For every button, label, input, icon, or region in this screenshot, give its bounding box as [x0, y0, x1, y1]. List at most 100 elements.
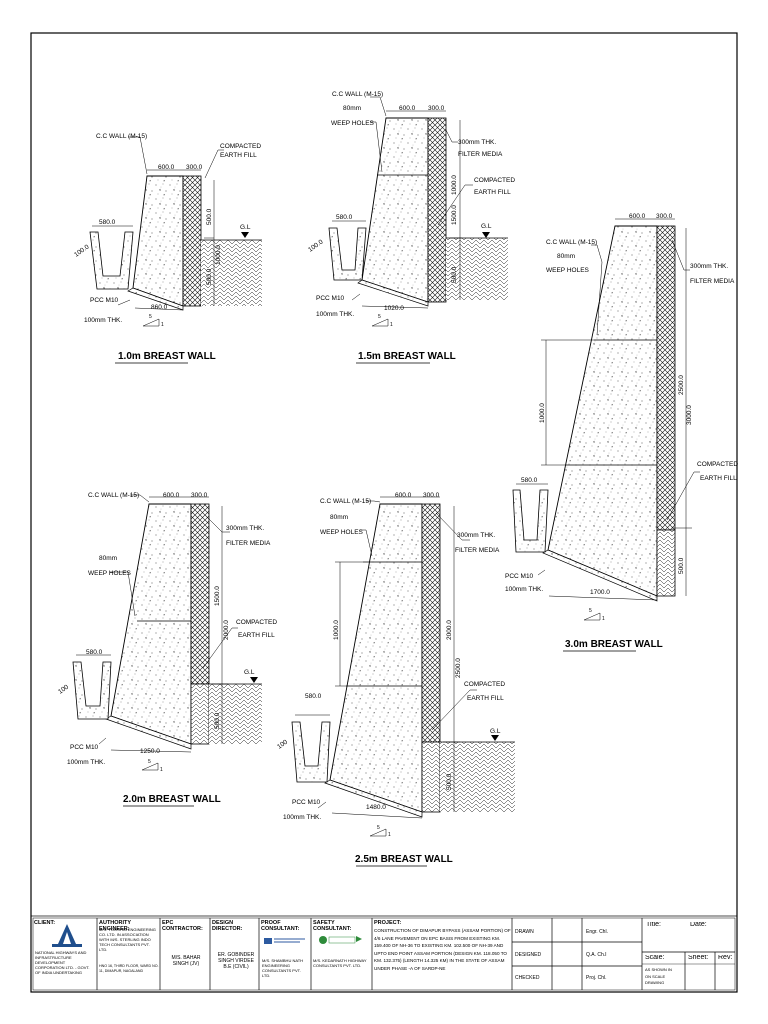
w25-drain-side: 100 — [276, 738, 289, 750]
w20-gl: G.L — [244, 669, 255, 676]
w30-filter-2: FILTER MEDIA — [690, 278, 735, 285]
w25-compacted-2: EARTH FILL — [467, 695, 504, 702]
w15-title: 1.5m BREAST WALL — [358, 351, 456, 362]
w30-weep-1: 80mm — [557, 253, 575, 260]
client-label: CLIENT: — [34, 920, 56, 926]
w25-slope: 5 — [377, 825, 380, 831]
proj-chl-label: Proj. Chl. — [586, 975, 607, 981]
rev-label: Rev: — [718, 955, 733, 961]
w25-v4: 500.0 — [446, 773, 453, 790]
w10-pcc-1: PCC M10 — [90, 297, 119, 304]
w15-slope: 5 — [378, 314, 381, 320]
w20-filter-1: 300mm THK. — [226, 525, 264, 532]
client-text: NATIONAL HIGHWAYS AND INFRASTRUCTURE DEV… — [35, 950, 90, 975]
w15-filter-1: 300mm THK. — [458, 139, 496, 146]
epc-label: EPC CONTRACTOR: — [162, 920, 203, 932]
w15-pcc-2: 100mm THK. — [316, 311, 354, 318]
w10-v3: 500.0 — [206, 268, 213, 285]
title-block-frame — [30, 915, 738, 993]
w30-pcc-2: 100mm THK. — [505, 586, 543, 593]
w25-weep-2: WEEP HOLES — [320, 529, 364, 536]
w20-slope-h: 1 — [160, 767, 163, 773]
w25-filter-2: FILTER MEDIA — [455, 547, 500, 554]
w25-v2: 2000.0 — [446, 620, 453, 640]
w15-filter-dim: 300.0 — [428, 105, 445, 112]
w15-v1: 1000.0 — [451, 175, 458, 195]
w20-slope: 5 — [148, 759, 151, 765]
w20-pcc-1: PCC M10 — [70, 744, 99, 751]
w25-pcc-1: PCC M10 — [292, 799, 321, 806]
checked-label: CHECKED — [515, 975, 540, 981]
w15-weep-1: 80mm — [343, 105, 361, 112]
w20-pcc-2: 100mm THK. — [67, 759, 105, 766]
authority-text: M/S. YOOSHIN ENGINEERING CO. LTD. IN ASS… — [99, 927, 156, 952]
w25-compacted-1: COMPACTED — [464, 681, 505, 688]
w15-drain-side: 100.0 — [307, 238, 325, 253]
w20-v3: 500.0 — [214, 712, 221, 729]
w25-base-dim: 1480.0 — [366, 804, 386, 811]
w15-pcc-1: PCC M10 — [316, 295, 345, 302]
w15-compacted-1: COMPACTED — [474, 177, 515, 184]
w10-compacted-1: COMPACTED — [220, 143, 261, 150]
scale-text-2: ON SCALE DRAWING — [645, 974, 666, 985]
w25-weep-1: 80mm — [330, 514, 348, 521]
wall-2-0m — [72, 494, 262, 807]
w20-filter-dim: 300.0 — [191, 492, 208, 499]
wall-3-0m — [512, 218, 700, 652]
w20-v1: 1500.0 — [214, 586, 221, 606]
w25-filter-dim: 300.0 — [423, 492, 440, 499]
w15-base-dim: 1020.0 — [384, 305, 404, 312]
w20-weep-1: 80mm — [99, 555, 117, 562]
w25-gl: G.L — [490, 728, 501, 735]
w10-slope-h: 1 — [161, 322, 164, 328]
w30-slope-h: 1 — [602, 616, 605, 622]
w20-cc-wall: C.C WALL (M-15) — [88, 492, 139, 499]
w10-drain-side: 100.0 — [73, 243, 91, 258]
w15-compacted-2: EARTH FILL — [474, 189, 511, 196]
w20-filter-2: FILTER MEDIA — [226, 540, 271, 547]
sheet-label: Sheet: — [688, 955, 709, 961]
design-director-text: ER. GOBINDER SINGH VIRDEE B.E (CIVIL) — [217, 952, 255, 970]
w20-v2: 2000.0 — [223, 620, 230, 640]
drawn-label: DRAWN — [515, 929, 534, 935]
scale-label: Scale: — [645, 955, 665, 961]
w10-filter-dim: 300.0 — [186, 164, 203, 171]
w30-drain-dim: 580.0 — [521, 477, 538, 484]
w20-title: 2.0m BREAST WALL — [123, 794, 221, 805]
w30-pcc-1: PCC M10 — [505, 573, 534, 580]
w25-top-dim: 600.0 — [395, 492, 412, 499]
w30-v3: 3000.0 — [686, 405, 693, 425]
w10-v1: 500.0 — [206, 208, 213, 225]
w25-slope-h: 1 — [388, 832, 391, 838]
w20-weep-2: WEEP HOLES — [88, 570, 132, 577]
w15-slope-h: 1 — [390, 322, 393, 328]
w30-top-dim: 600.0 — [629, 213, 646, 220]
safety-consultant-logo — [319, 936, 362, 944]
w30-cc-wall: C.C WALL (M-15) — [546, 239, 597, 246]
title-label: Title: — [646, 922, 661, 928]
safety-consultant-label: SAFETY CONSULTANT: — [313, 920, 352, 932]
w15-gl: G.L — [481, 223, 492, 230]
project-text: CONSTRUCTION OF DIMAPUR BYPASS (ASSAM PO… — [374, 928, 511, 971]
engr-chl-label: Engr. Chl. — [586, 929, 608, 935]
w30-weep-2: WEEP HOLES — [546, 267, 590, 274]
w15-filter-2: FILTER MEDIA — [458, 151, 503, 158]
w30-filter-1: 300mm THK. — [690, 263, 728, 270]
w10-v2: 1000.0 — [215, 245, 222, 265]
w25-pcc-2: 100mm THK. — [283, 814, 321, 821]
w25-cc-wall: C.C WALL (M-15) — [320, 498, 371, 505]
w15-v2: 1500.0 — [451, 205, 458, 225]
labels: C.C WALL (M-15) COMPACTED EARTH FILL 600… — [57, 91, 738, 865]
w30-v1: 1000.0 — [539, 403, 546, 423]
qa-chl-label: Q.A. Ch.I — [586, 952, 607, 958]
proof-consultant-text: M/S. SHAMBHU NATH ENGINEERING CONSULTANT… — [262, 958, 304, 978]
w10-drain-dim: 580.0 — [99, 219, 116, 226]
w10-base-dim: 860.0 — [151, 304, 168, 311]
w10-cc-wall: C.C WALL (M-15) — [96, 133, 147, 140]
safety-consultant-text: M/S. KEDARNATH HIGHWAY CONSULTANTS PVT. … — [313, 958, 367, 968]
w20-drain-side: 100 — [57, 683, 70, 695]
w10-slope: 5 — [149, 314, 152, 320]
wall-1-0m — [89, 136, 262, 364]
wall-2-5m — [291, 496, 515, 867]
